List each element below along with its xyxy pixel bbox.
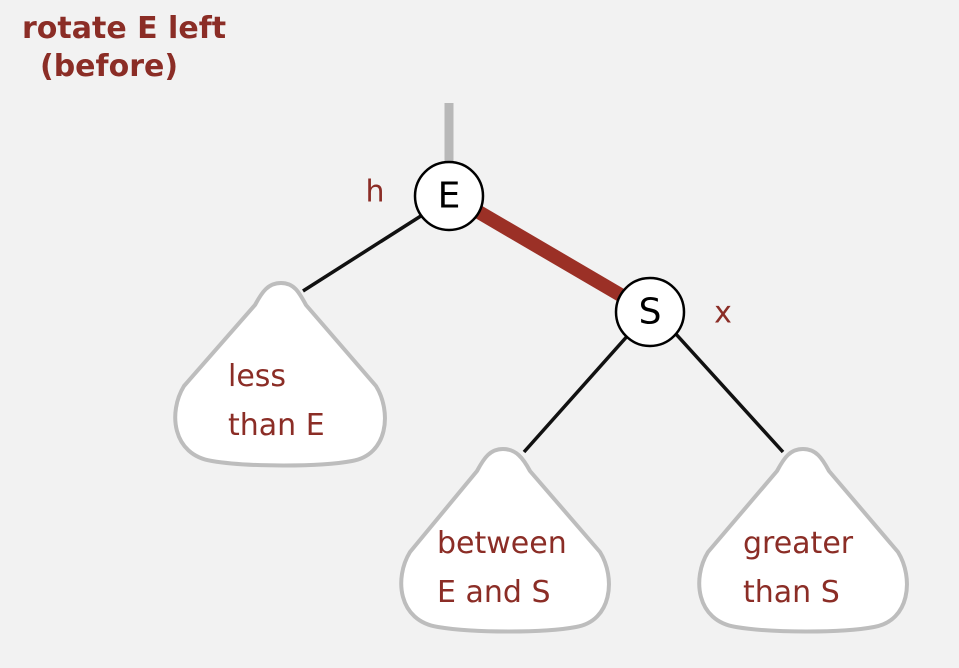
left-child-link <box>302 212 425 293</box>
subtree-right-shape <box>697 446 909 634</box>
title-line-1: rotate E left <box>22 11 227 46</box>
node-s-circle <box>614 276 686 348</box>
subtree-left-line-1: less <box>228 359 286 394</box>
subtree-middle-label: between E and S <box>437 526 576 610</box>
subtree-left-line-2: than E <box>228 408 325 443</box>
node-s-key: S <box>639 292 662 333</box>
title-line-2: (before) <box>40 49 179 84</box>
subtree-left-shape <box>173 280 387 468</box>
subtree-right-line-1: greater <box>743 526 854 561</box>
node-s: S <box>614 276 686 348</box>
subtree-left-label: less than E <box>228 359 325 443</box>
subtree-middle-line-1: between <box>437 526 567 561</box>
subtree-middle-shape <box>399 446 611 634</box>
subtree-right-label: greater than S <box>743 526 863 610</box>
s-left-child-link <box>522 331 632 454</box>
red-link-e-s <box>473 204 628 304</box>
node-e-key: E <box>438 176 461 217</box>
subtree-right-line-2: than S <box>743 575 840 610</box>
diagram-title: rotate E left (before) <box>22 10 226 86</box>
tag-h: h <box>365 175 384 210</box>
node-e: E <box>413 160 485 232</box>
tag-x: x <box>714 296 732 331</box>
subtree-middle-line-2: E and S <box>437 575 551 610</box>
node-e-circle <box>413 160 485 232</box>
s-right-child-link <box>673 331 785 454</box>
